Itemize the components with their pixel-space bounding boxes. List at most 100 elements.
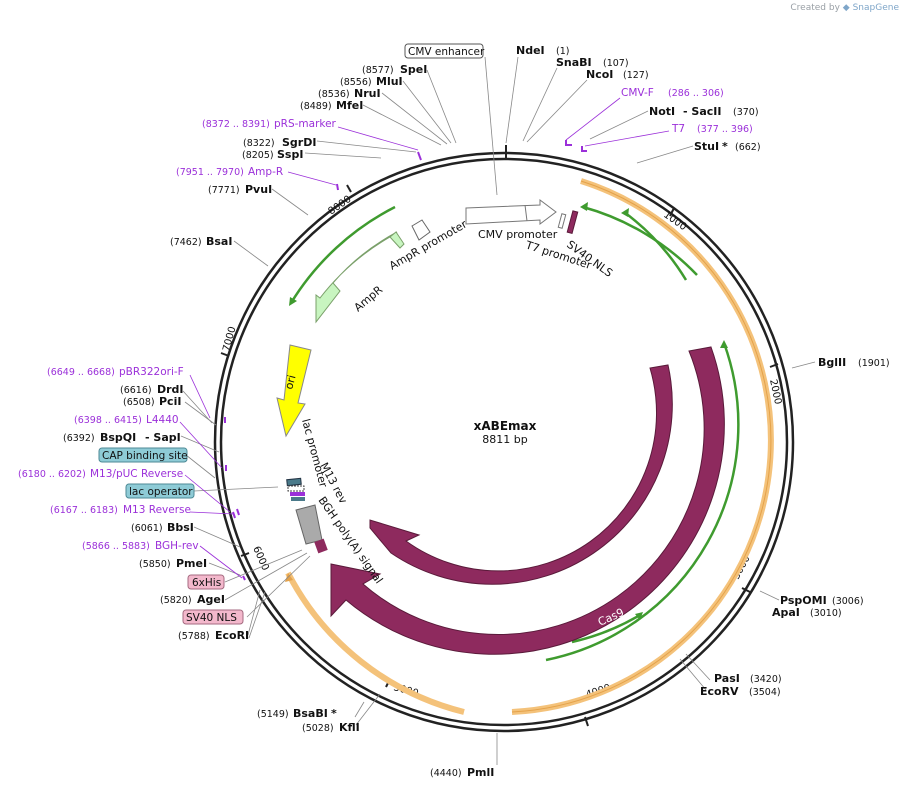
enzyme-name-ecorv: EcoRV [700,685,739,698]
orf-green-arrowheads [289,202,728,620]
enzyme-pos-ecori: (5788) [178,631,210,642]
enzyme-name-nrui: NruI [354,87,381,100]
primer-connectors [179,97,670,579]
enzyme-pos-pmei: (5850) [139,559,171,570]
enzyme-pos-bglii: (1901) [858,358,890,369]
enzyme-labels-left: (8577) SpeI (8556) MluI (8536) NruI (848… [63,63,494,779]
enzyme-name-snabi: SnaBI [556,56,592,69]
enzyme-name-bsai: BsaI [206,235,232,248]
enzyme-mark-stui: * [722,140,728,153]
tick-label-8000: 8000 [326,194,353,218]
t7-promoter-feature: T7 promoter SV40 NLS [523,210,615,280]
primer-pos-l4440: (6398 .. 6415) [74,415,142,426]
ampr-label: AmpR [352,283,386,314]
enzyme-pos-bspqi: (6392) [63,433,95,444]
primer-name-amp-r: Amp-R [248,166,283,178]
sv40-nls-box-label: SV40 NLS [186,612,237,624]
enzyme-name-stui: StuI [694,140,719,153]
enzyme-name-sacii: - SacII [683,105,721,118]
enzyme-pos-bbsi: (6061) [131,523,163,534]
enzyme-pos-pvui: (7771) [208,185,240,196]
feature-box-cap-site: CAP binding site [98,447,188,463]
enzyme-pos-agei: (5820) [160,595,192,606]
primer-pos-amp-r: (7951 .. 7970) [176,167,244,178]
scale-ticks [220,145,779,727]
lac-operator-label: lac operator [129,486,193,498]
enzyme-name-sgrdi: SgrDI [282,136,316,149]
plasmid-length: 8811 bp [482,433,527,446]
cap-site-label: CAP binding site [102,450,188,462]
cmv-promoter-feature: CMV promoter [465,199,558,241]
primer-name-m13-puc-reverse: M13/pUC Reverse [90,468,183,480]
enzyme-name-drdi: DrdI [157,383,184,396]
enzyme-name-kfli: KflI [339,721,360,734]
primer-marks [224,140,587,581]
primer-name-bgh-rev: BGH-rev [155,540,199,552]
orf-orange-arc [285,178,774,715]
enzyme-pos-psppomi: (3006) [832,596,864,607]
primer-name-pbr322ori-f: pBR322ori-F [119,366,184,378]
backbone [213,151,795,733]
cmv-enhancer-label: CMV enhancer [408,46,485,58]
enzyme-name-bsabi: BsaBI [293,707,328,720]
primer-name-prs-marker: pRS-marker [274,118,337,130]
enzyme-pos-pcii: (6508) [123,397,155,408]
enzyme-name-ecori: EcoRI [215,629,249,642]
plasmid-name: xABEmax [474,419,537,433]
feature-box-lac-operator: lac operator [125,483,195,499]
primer-name-t7: T7 [671,123,685,135]
enzyme-pos-snabi: (107) [603,58,629,69]
watermark-brand: SnapGene [852,3,899,13]
enzyme-pos-ndei: (1) [556,46,569,57]
watermark-prefix: Created by [790,3,840,13]
tick-label-2000: 2000 [767,378,783,405]
enzyme-name-pcii: PciI [159,395,181,408]
feature-box-cmv-enhancer: CMV enhancer [404,43,485,59]
sixhis-label: 6xHis [192,577,221,589]
enzyme-pos-ecorv: (3504) [749,687,781,698]
enzyme-name-bspqi: BspQI [100,431,136,444]
primer-labels: CMV-F (286 .. 306) T7 (377 .. 396) (8372… [18,87,753,552]
enzyme-name-sspi: SspI [277,148,303,161]
primer-pos-prs-marker: (8372 .. 8391) [202,119,270,130]
enzyme-pos-mfei: (8489) [300,101,332,112]
enzyme-pos-pasi: (3420) [750,674,782,685]
primer-pos-m13-reverse: (6167 .. 6183) [50,505,118,516]
enzyme-name-agei: AgeI [197,593,225,606]
map-center-label: xABEmax 8811 bp [474,419,537,446]
enzyme-name-pmei: PmeI [176,557,207,570]
enzyme-name-bglii: BglII [818,356,846,369]
enzyme-pos-pmli: (4440) [430,768,462,779]
primer-pos-bgh-rev: (5866 .. 5883) [82,541,150,552]
enzyme-name-spei: SpeI [400,63,427,76]
primer-name-l4440: L4440 [146,414,179,426]
lac-cluster: lac promoter M13 rev BGH poly(A) signal [286,417,385,586]
enzyme-name-ndei: NdeI [516,44,545,57]
ori-label: ori [282,374,298,391]
enzyme-pos-bsabi: (5149) [257,709,289,720]
enzyme-pos-kfli: (5028) [302,723,334,734]
enzyme-pos-mlui: (8556) [340,77,372,88]
enzyme-pos-bsai: (7462) [170,237,202,248]
primer-name-m13-reverse: M13 Reverse [123,504,191,516]
primer-pos-cmv-f: (286 .. 306) [668,88,724,99]
enzyme-name-pvui: PvuI [245,183,272,196]
snapgene-watermark: Created by ◆ SnapGene [790,3,899,13]
enzyme-name-psppomi: PspOMI [780,594,827,607]
feature-box-6xhis: 6xHis [187,574,225,590]
enzyme-name-mfei: MfeI [336,99,363,112]
enzyme-pos-drdi: (6616) [120,385,152,396]
cmv-promoter-label: CMV promoter [478,228,558,241]
enzyme-name-mlui: MluI [376,75,403,88]
enzyme-mark-bsabi: * [331,707,337,720]
enzyme-name-apai: ApaI [772,606,800,619]
enzyme-name-noti: NotI [649,105,675,118]
primer-pos-pbr322ori-f: (6649 .. 6668) [47,367,115,378]
feature-box-sv40-nls: SV40 NLS [182,609,244,625]
orf-green-arcs [289,205,740,662]
snapgene-logo-icon: ◆ [842,3,850,13]
enzyme-name-bbsi: BbsI [167,521,194,534]
enzyme-name-pmli: PmlI [467,766,494,779]
enzyme-name-sapi: - SapI [145,431,181,444]
